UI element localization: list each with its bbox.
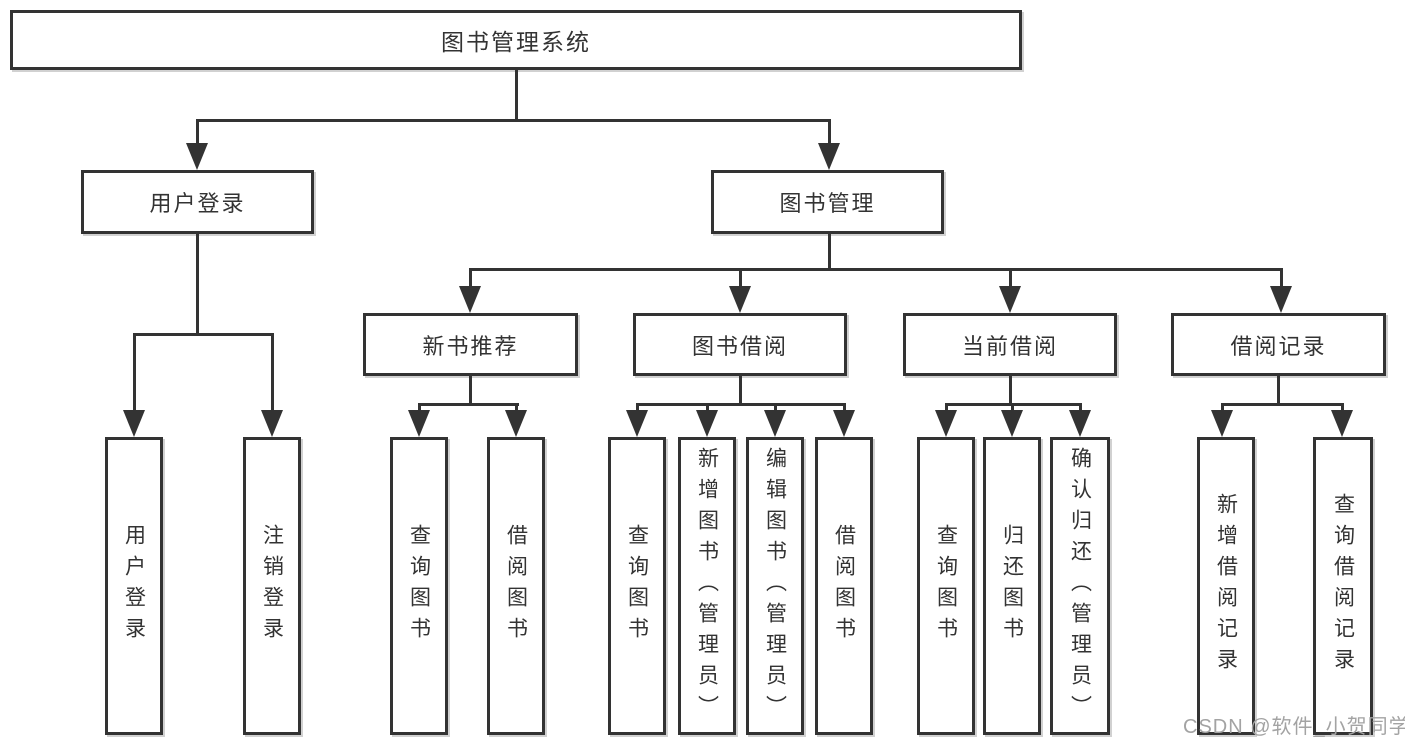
connector-line: [828, 119, 831, 149]
connector-line: [1079, 403, 1082, 414]
node-book-management: 图书管理: [711, 170, 944, 234]
leaf-confirm-return-admin: 确认归还（管理员）: [1050, 437, 1110, 735]
leaf-edit-books-admin: 编辑图书（管理员）: [746, 437, 804, 735]
connector-line: [196, 119, 199, 149]
leaf-user-login: 用户登录: [105, 437, 163, 735]
node-label: 借阅记录: [1230, 333, 1327, 359]
connector-line: [1009, 376, 1012, 406]
connector-line: [469, 376, 472, 406]
node-label: 查询借阅记录: [1331, 493, 1355, 679]
arrowhead-down: [261, 410, 283, 437]
connector-line: [469, 268, 1283, 271]
node-label: 编辑图书（管理员）: [763, 446, 787, 726]
connector-line: [1341, 403, 1344, 414]
node-label: 图书借阅: [691, 333, 788, 359]
node-library-system: 图书管理系统: [10, 10, 1022, 70]
node-label: 新增借阅记录: [1214, 493, 1238, 679]
arrowhead-down: [764, 410, 786, 437]
node-label: 借阅图书: [832, 524, 856, 648]
watermark: CSDN @软件_小贺同学: [1183, 716, 1405, 738]
connector-line: [196, 232, 199, 336]
arrowhead-down: [696, 410, 718, 437]
connector-line: [1009, 268, 1012, 293]
connector-line: [1221, 403, 1344, 406]
connector-line: [843, 403, 846, 414]
leaf-add-books-admin: 新增图书（管理员）: [678, 437, 736, 735]
node-label: 确认归还（管理员）: [1068, 446, 1092, 726]
connector-line: [1277, 376, 1280, 406]
node-label: 当前借阅: [961, 333, 1058, 359]
connector-line: [1011, 403, 1014, 414]
leaf-borrow-books: 借阅图书: [815, 437, 873, 735]
connector-line: [1280, 268, 1283, 293]
connector-line: [1221, 403, 1224, 414]
node-label: 图书管理: [779, 191, 876, 216]
leaf-borrow-books: 借阅图书: [487, 437, 545, 735]
leaf-logout: 注销登录: [243, 437, 301, 735]
arrowhead-down: [1270, 286, 1292, 313]
leaf-query-books: 查询图书: [917, 437, 975, 735]
arrowhead-down: [505, 410, 527, 437]
node-label: 借阅图书: [504, 524, 528, 648]
node-new-book-recommend: 新书推荐: [363, 313, 578, 376]
connector-line: [636, 403, 846, 406]
node-label: 用户登录: [122, 524, 146, 648]
connector-line: [515, 403, 518, 414]
leaf-add-borrow-record: 新增借阅记录: [1197, 437, 1255, 735]
arrowhead-down: [1331, 410, 1353, 437]
arrowhead-down: [186, 143, 208, 170]
node-label: 归还图书: [1000, 524, 1024, 648]
node-borrow-records: 借阅记录: [1171, 313, 1386, 376]
node-label: 新书推荐: [422, 333, 519, 359]
connector-line: [133, 333, 136, 413]
arrowhead-down: [818, 143, 840, 170]
node-current-borrow: 当前借阅: [903, 313, 1117, 376]
connector-line: [418, 403, 519, 406]
arrowhead-down: [626, 410, 648, 437]
arrowhead-down: [729, 286, 751, 313]
node-label: 注销登录: [260, 524, 284, 648]
arrowhead-down: [1069, 410, 1091, 437]
connector-line: [739, 376, 742, 406]
connector-line: [418, 403, 421, 414]
connector-line: [271, 333, 274, 413]
connector-line: [739, 268, 742, 293]
connector-line: [469, 268, 472, 293]
connector-line: [133, 333, 274, 336]
leaf-return-books: 归还图书: [983, 437, 1041, 735]
connector-line: [828, 232, 831, 271]
connector-line: [636, 403, 639, 414]
node-label: 新增图书（管理员）: [695, 446, 719, 726]
node-label: 查询图书: [934, 524, 958, 648]
arrowhead-down: [1211, 410, 1233, 437]
arrowhead-down: [833, 410, 855, 437]
leaf-query-borrow-record: 查询借阅记录: [1313, 437, 1373, 735]
connector-line: [515, 70, 518, 121]
node-user-login: 用户登录: [81, 170, 314, 234]
node-book-borrow: 图书借阅: [633, 313, 847, 376]
node-label: 查询图书: [407, 524, 431, 648]
arrowhead-down: [408, 410, 430, 437]
node-label: 用户登录: [149, 191, 246, 216]
arrowhead-down: [459, 286, 481, 313]
leaf-query-books: 查询图书: [608, 437, 666, 735]
arrowhead-down: [999, 286, 1021, 313]
leaf-query-books: 查询图书: [390, 437, 448, 735]
node-label: 图书管理系统: [441, 29, 591, 55]
arrowhead-down: [935, 410, 957, 437]
connector-line: [196, 119, 831, 122]
node-label: 查询图书: [625, 524, 649, 648]
connector-line: [774, 403, 777, 414]
arrowhead-down: [123, 410, 145, 437]
connector-line: [945, 403, 948, 414]
connector-line: [706, 403, 709, 414]
arrowhead-down: [1001, 410, 1023, 437]
